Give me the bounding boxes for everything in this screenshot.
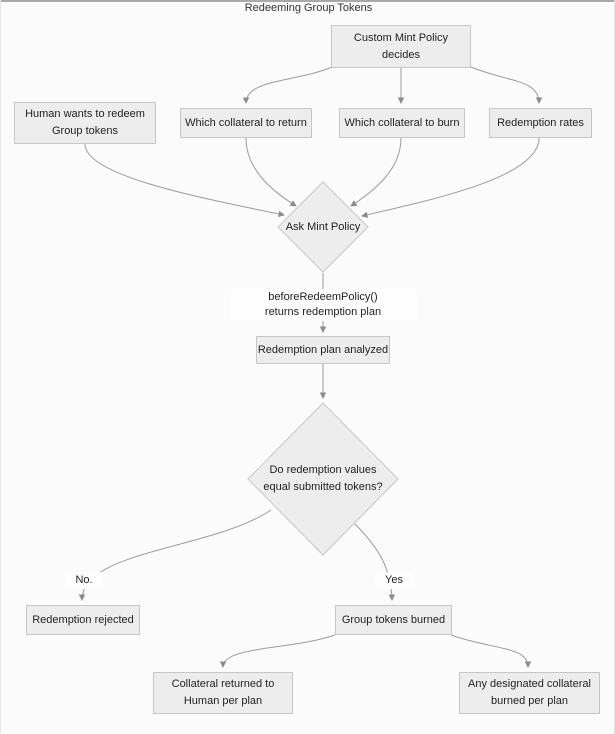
edge-label-line: returns redemption plan: [264, 306, 382, 318]
node-label: burned per plan: [490, 695, 569, 707]
edge-label-line: Yes: [385, 574, 403, 586]
edge-label-line: No.: [75, 574, 93, 586]
node-label: Do redemption values: [269, 464, 377, 476]
node-which-collateral-return: Which collateral to return: [180, 108, 312, 138]
node-label: Human wants to redeem: [25, 108, 145, 120]
edge-custom-to-return: [242, 66, 333, 104]
node-label: decides: [382, 48, 420, 61]
node-human-redeem: Human wants to redeem Group tokens: [14, 102, 156, 144]
node-label: Which collateral to burn: [344, 116, 460, 129]
node-values-equal-question: Do redemption values equal submitted tok…: [233, 461, 413, 497]
node-which-collateral-burn: Which collateral to burn: [339, 108, 465, 138]
node-label: Redemption plan analyzed: [257, 343, 389, 356]
node-redemption-rejected: Redemption rejected: [26, 605, 140, 635]
edge-burned-to-returned: [219, 634, 336, 668]
edge-rates-to-ask: [361, 137, 540, 218]
window-top-border: [1, 0, 614, 2]
node-ask-mint-policy: Ask Mint Policy: [263, 218, 383, 236]
ask-mint-policy-diamond: [277, 181, 369, 273]
edge-label-before-redeem: beforeRedeemPolicy() returns redemption …: [229, 289, 417, 321]
node-label: equal submitted tokens?: [263, 481, 383, 493]
node-label: Redemption rates: [497, 116, 584, 129]
edge-burned-to-designated: [450, 634, 532, 668]
node-label: Which collateral to return: [185, 116, 307, 129]
node-label: Any designated collateral: [468, 678, 591, 690]
node-label: Ask Mint Policy: [285, 220, 361, 233]
edge-return-to-ask: [245, 137, 297, 207]
values-equal-diamond: [247, 402, 399, 556]
node-custom-mint-policy: Custom Mint Policy decides: [331, 25, 471, 68]
edge-decision-yes: [353, 522, 396, 601]
node-designated-collateral-burned: Any designated collateral burned per pla…: [459, 672, 600, 714]
edge-decision-no: [78, 509, 272, 601]
edge-label-no: No.: [65, 572, 103, 589]
node-label: Group tokens burned: [341, 613, 446, 626]
edge-custom-to-rates: [470, 66, 543, 104]
edge-label-line: beforeRedeemPolicy(): [268, 291, 378, 303]
diagram-title: Redeeming Group Tokens: [244, 2, 373, 14]
node-label: Custom Mint Policy: [353, 31, 449, 44]
node-redemption-plan-analyzed: Redemption plan analyzed: [256, 336, 390, 364]
edge-label-yes: Yes: [375, 572, 413, 589]
edge-human-to-ask: [84, 143, 285, 218]
node-label: Group tokens: [51, 125, 119, 137]
node-collateral-returned: Collateral returned to Human per plan: [153, 672, 293, 714]
node-group-tokens-burned: Group tokens burned: [335, 605, 452, 635]
node-label: Human per plan: [183, 695, 263, 707]
node-redemption-rates: Redemption rates: [489, 108, 592, 138]
node-label: Collateral returned to: [171, 678, 275, 690]
edge-burn-to-ask: [350, 137, 402, 207]
node-label: Redemption rejected: [32, 613, 134, 626]
